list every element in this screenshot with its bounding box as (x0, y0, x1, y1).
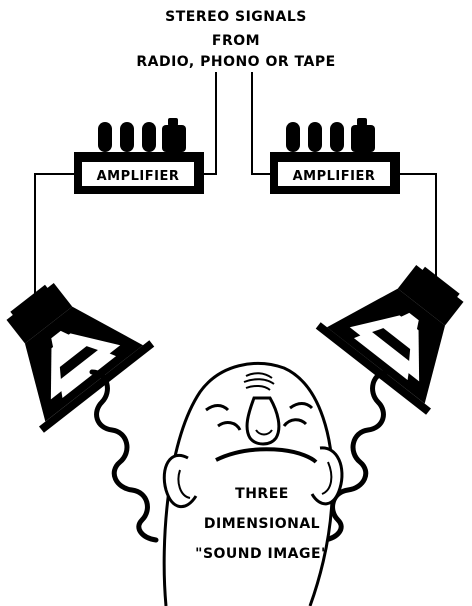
left-speaker-wire (35, 174, 74, 302)
caption-line-3: "SOUND IMAGE" (195, 546, 329, 562)
left-amplifier-tubes (98, 118, 186, 152)
source-title-line-2: FROM (212, 33, 260, 49)
left-amplifier: AMPLIFIER (74, 118, 204, 194)
right-amplifier-label: AMPLIFIER (293, 169, 376, 184)
caption-line-2: DIMENSIONAL (204, 516, 320, 532)
source-title-line-1: STEREO SIGNALS (165, 9, 307, 25)
left-sound-wave (92, 372, 156, 540)
left-amplifier-label: AMPLIFIER (97, 169, 180, 184)
left-signal-wire (203, 72, 216, 174)
listener-head (164, 363, 342, 606)
signal-wires (203, 72, 270, 174)
caption-line-1: THREE (235, 486, 289, 502)
source-title-line-3: RADIO, PHONO OR TAPE (136, 54, 335, 70)
right-amplifier-tubes (286, 118, 375, 152)
right-signal-wire (252, 72, 270, 174)
right-speaker (316, 237, 472, 415)
right-speaker-wire (400, 174, 436, 276)
nose (247, 398, 279, 444)
left-speaker (0, 255, 154, 433)
right-amplifier: AMPLIFIER (270, 118, 400, 194)
